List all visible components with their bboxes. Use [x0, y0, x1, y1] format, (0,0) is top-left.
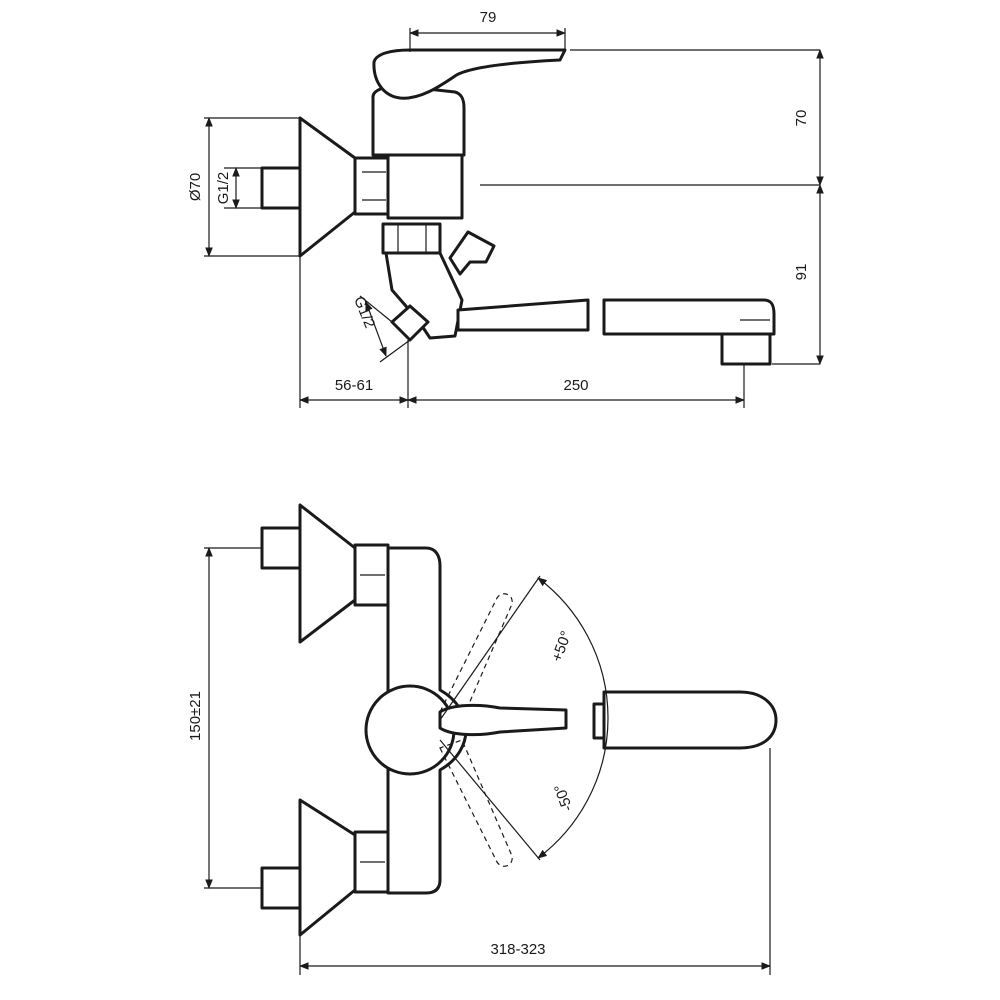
- dim-text-91: 91: [793, 264, 810, 281]
- dim-text-minus50: -50°: [551, 782, 576, 814]
- side-lower-nut: [381, 222, 442, 255]
- side-spout-left: [456, 298, 590, 332]
- side-outlet-thread: [390, 304, 430, 342]
- dim-text-250: 250: [563, 377, 588, 394]
- dim-line-g12-outlet: [365, 301, 387, 357]
- dim-text-d70: Ø70: [187, 173, 204, 201]
- side-wall-flange: [298, 116, 357, 258]
- dim-text-150: 150±21: [187, 691, 204, 741]
- dim-text-g12-outlet: G1/2: [350, 294, 378, 331]
- side-aerator: [720, 332, 772, 366]
- side-inlet-nipple: [260, 166, 302, 210]
- top-lower-flange: [298, 798, 357, 937]
- dim-text-79: 79: [480, 9, 497, 26]
- top-spout: [602, 690, 778, 750]
- side-union-nut: [353, 156, 394, 216]
- lever-ghost-plus: [439, 593, 513, 721]
- top-upper-inlet-nipple: [260, 526, 302, 570]
- top-view: +50° -50° 150±21 318-323: [187, 503, 778, 975]
- side-outlet-neck: [384, 251, 464, 340]
- top-lever-handle: [438, 703, 568, 737]
- dim-text-56-61: 56-61: [335, 377, 373, 394]
- side-view: 79 70 91 Ø70 G1/2 G1/2 56-61 250: [187, 9, 824, 408]
- side-diverter-knob: [448, 230, 496, 276]
- top-lower-inlet-nipple: [260, 866, 302, 910]
- lever-ghost-minus: [439, 739, 513, 867]
- rotation-arc: [537, 577, 609, 859]
- side-cartridge-housing: [371, 84, 466, 157]
- dim-text-70: 70: [793, 110, 810, 127]
- side-spout-right: [602, 298, 776, 336]
- top-upper-flange: [298, 503, 357, 644]
- dim-text-318-323: 318-323: [490, 941, 545, 958]
- dim-text-g12-inlet: G1/2: [215, 172, 232, 205]
- side-mixer-body: [386, 153, 464, 220]
- side-lever-handle: [372, 48, 567, 100]
- dim-text-plus50: +50°: [548, 629, 575, 664]
